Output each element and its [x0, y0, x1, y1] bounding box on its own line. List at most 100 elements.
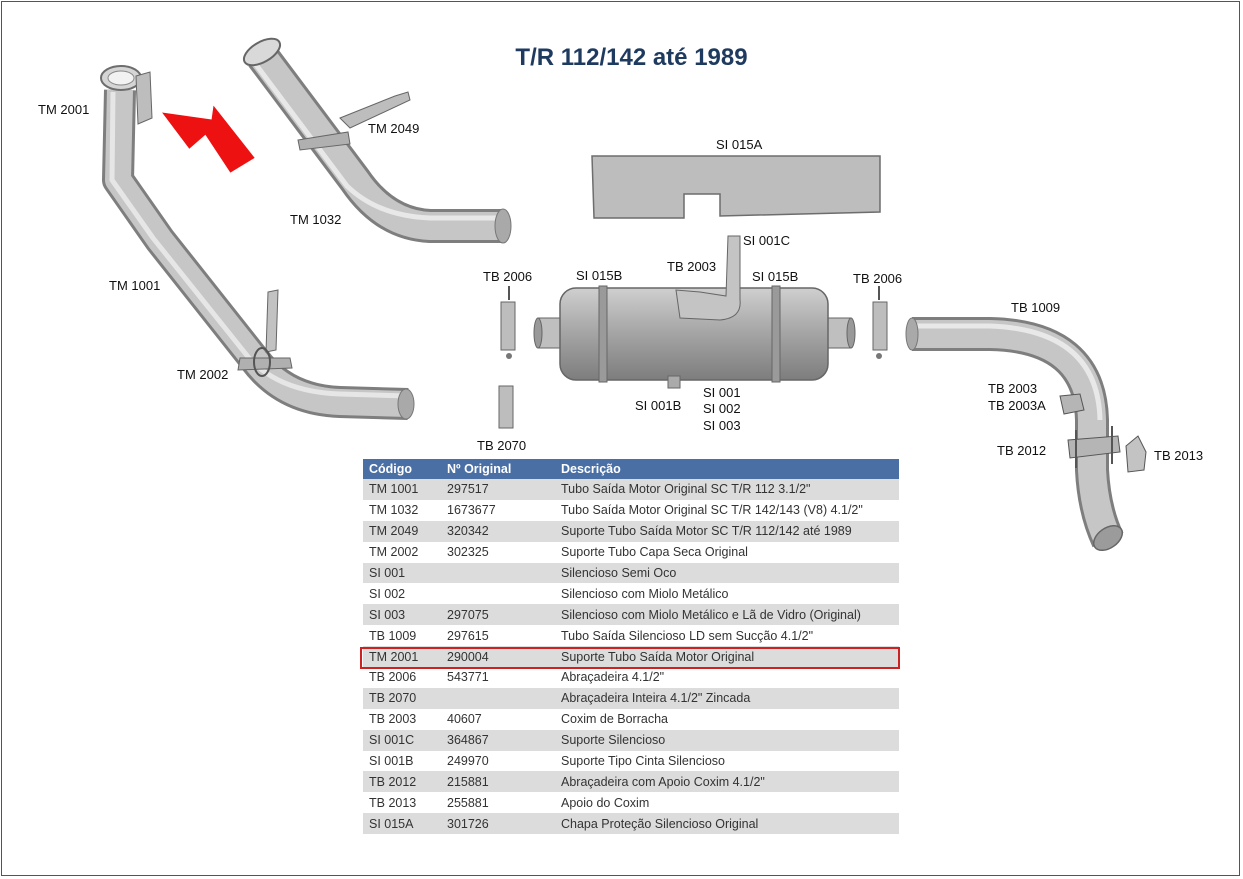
cell-original: 364867 [441, 729, 555, 751]
label-si015b-left: SI 015B [576, 268, 623, 283]
cell-descricao: Tubo Saída Motor Original SC T/R 142/143… [555, 499, 899, 521]
cell-original: 249970 [441, 750, 555, 772]
cell-descricao: Suporte Tubo Capa Seca Original [555, 541, 899, 563]
cell-codigo: TM 2049 [363, 520, 441, 542]
cell-original: 302325 [441, 541, 555, 563]
cell-original: 297517 [441, 479, 555, 500]
label-tm2049: TM 2049 [368, 121, 420, 136]
cell-original: 215881 [441, 771, 555, 793]
label-si015b-right: SI 015B [752, 269, 799, 284]
cell-codigo: TB 2003 [363, 708, 441, 730]
label-si001c: SI 001C [743, 233, 790, 248]
cell-original: 543771 [441, 667, 555, 688]
cell-codigo: TM 1032 [363, 499, 441, 521]
cell-codigo: SI 001C [363, 729, 441, 751]
cell-original [441, 562, 555, 584]
cell-codigo: TM 2001 [363, 646, 441, 668]
cell-codigo: TB 1009 [363, 625, 441, 647]
cell-descricao: Abraçadeira 4.1/2" [555, 667, 899, 688]
header-descricao: Descrição [555, 459, 899, 479]
label-si003: SI 003 [703, 418, 741, 433]
cell-descricao: Suporte Tubo Saída Motor Original [555, 646, 899, 668]
label-tm1032: TM 1032 [290, 212, 342, 227]
muffler [533, 235, 856, 389]
page-title: T/R 112/142 até 1989 [515, 44, 748, 71]
cell-descricao: Abraçadeira Inteira 4.1/2" Zincada [555, 687, 899, 709]
cell-codigo: TM 2002 [363, 541, 441, 563]
cell-descricao: Tubo Saída Motor Original SC T/R 112 3.1… [555, 479, 899, 500]
label-tm2002: TM 2002 [177, 367, 229, 382]
label-si015a: SI 015A [716, 137, 763, 152]
cell-original: 1673677 [441, 499, 555, 521]
label-tb2003a: TB 2003A [988, 398, 1046, 413]
red-arrow-icon [162, 105, 255, 173]
label-tb2006-left: TB 2006 [483, 269, 533, 284]
table-header-row: Código Nº Original Descrição [363, 459, 899, 479]
cell-codigo: TB 2070 [363, 687, 441, 709]
cell-original: 40607 [441, 708, 555, 730]
cell-original: 301726 [441, 813, 555, 835]
cell-descricao: Suporte Silencioso [555, 729, 899, 751]
cell-descricao: Silencioso Semi Oco [555, 562, 899, 584]
shield-si015a [591, 155, 881, 219]
cell-codigo: SI 001B [363, 750, 441, 772]
label-tb2013: TB 2013 [1154, 448, 1204, 463]
cell-codigo: TB 2012 [363, 771, 441, 793]
cell-original: 255881 [441, 792, 555, 814]
cell-descricao: Apoio do Coxim [555, 792, 899, 814]
cell-codigo: SI 015A [363, 813, 441, 835]
cell-original: 297615 [441, 625, 555, 647]
label-si001b: SI 001B [635, 398, 682, 413]
clamp-tb2070 [498, 385, 514, 429]
cell-codigo: SI 003 [363, 604, 441, 626]
cell-descricao: Abraçadeira com Apoio Coxim 4.1/2" [555, 771, 899, 793]
cell-descricao: Tubo Saída Silencioso LD sem Sucção 4.1/… [555, 625, 899, 647]
label-tb2006-right: TB 2006 [853, 271, 903, 286]
table-row: TB 2070 Abraçadeira Inteira 4.1/2" Zincad… [363, 687, 899, 709]
cell-codigo: SI 002 [363, 583, 441, 605]
pipe-tm1001 [100, 65, 415, 420]
header-codigo: Código [363, 459, 441, 479]
clamp-tb2006-right [872, 286, 888, 359]
cell-original: 297075 [441, 604, 555, 626]
cell-codigo: TB 2013 [363, 792, 441, 814]
header-original: Nº Original [441, 459, 555, 479]
cell-original: 320342 [441, 520, 555, 542]
cell-descricao: Coxim de Borracha [555, 708, 899, 730]
cell-descricao: Chapa Proteção Silencioso Original [555, 813, 899, 835]
cell-original: 290004 [441, 646, 555, 668]
pipe-tm1032 [242, 37, 512, 244]
label-tm1001: TM 1001 [109, 278, 161, 293]
cell-codigo: TM 1001 [363, 479, 441, 500]
label-si002: SI 002 [703, 401, 741, 416]
cell-descricao: Silencioso com Miolo Metálico [555, 583, 899, 605]
cell-original [441, 687, 555, 709]
clamp-tb2006-left [500, 286, 516, 359]
cell-descricao: Silencioso com Miolo Metálico e Lã de Vi… [555, 604, 899, 626]
table-row: SI 002 Silencioso com Miolo Metálico [363, 583, 899, 605]
label-tb2003-top: TB 2003 [667, 259, 717, 274]
cell-original [441, 583, 555, 605]
label-tb2003-right: TB 2003 [988, 381, 1038, 396]
label-tb1009: TB 1009 [1011, 300, 1061, 315]
pipe-tb1009 [905, 317, 1147, 552]
